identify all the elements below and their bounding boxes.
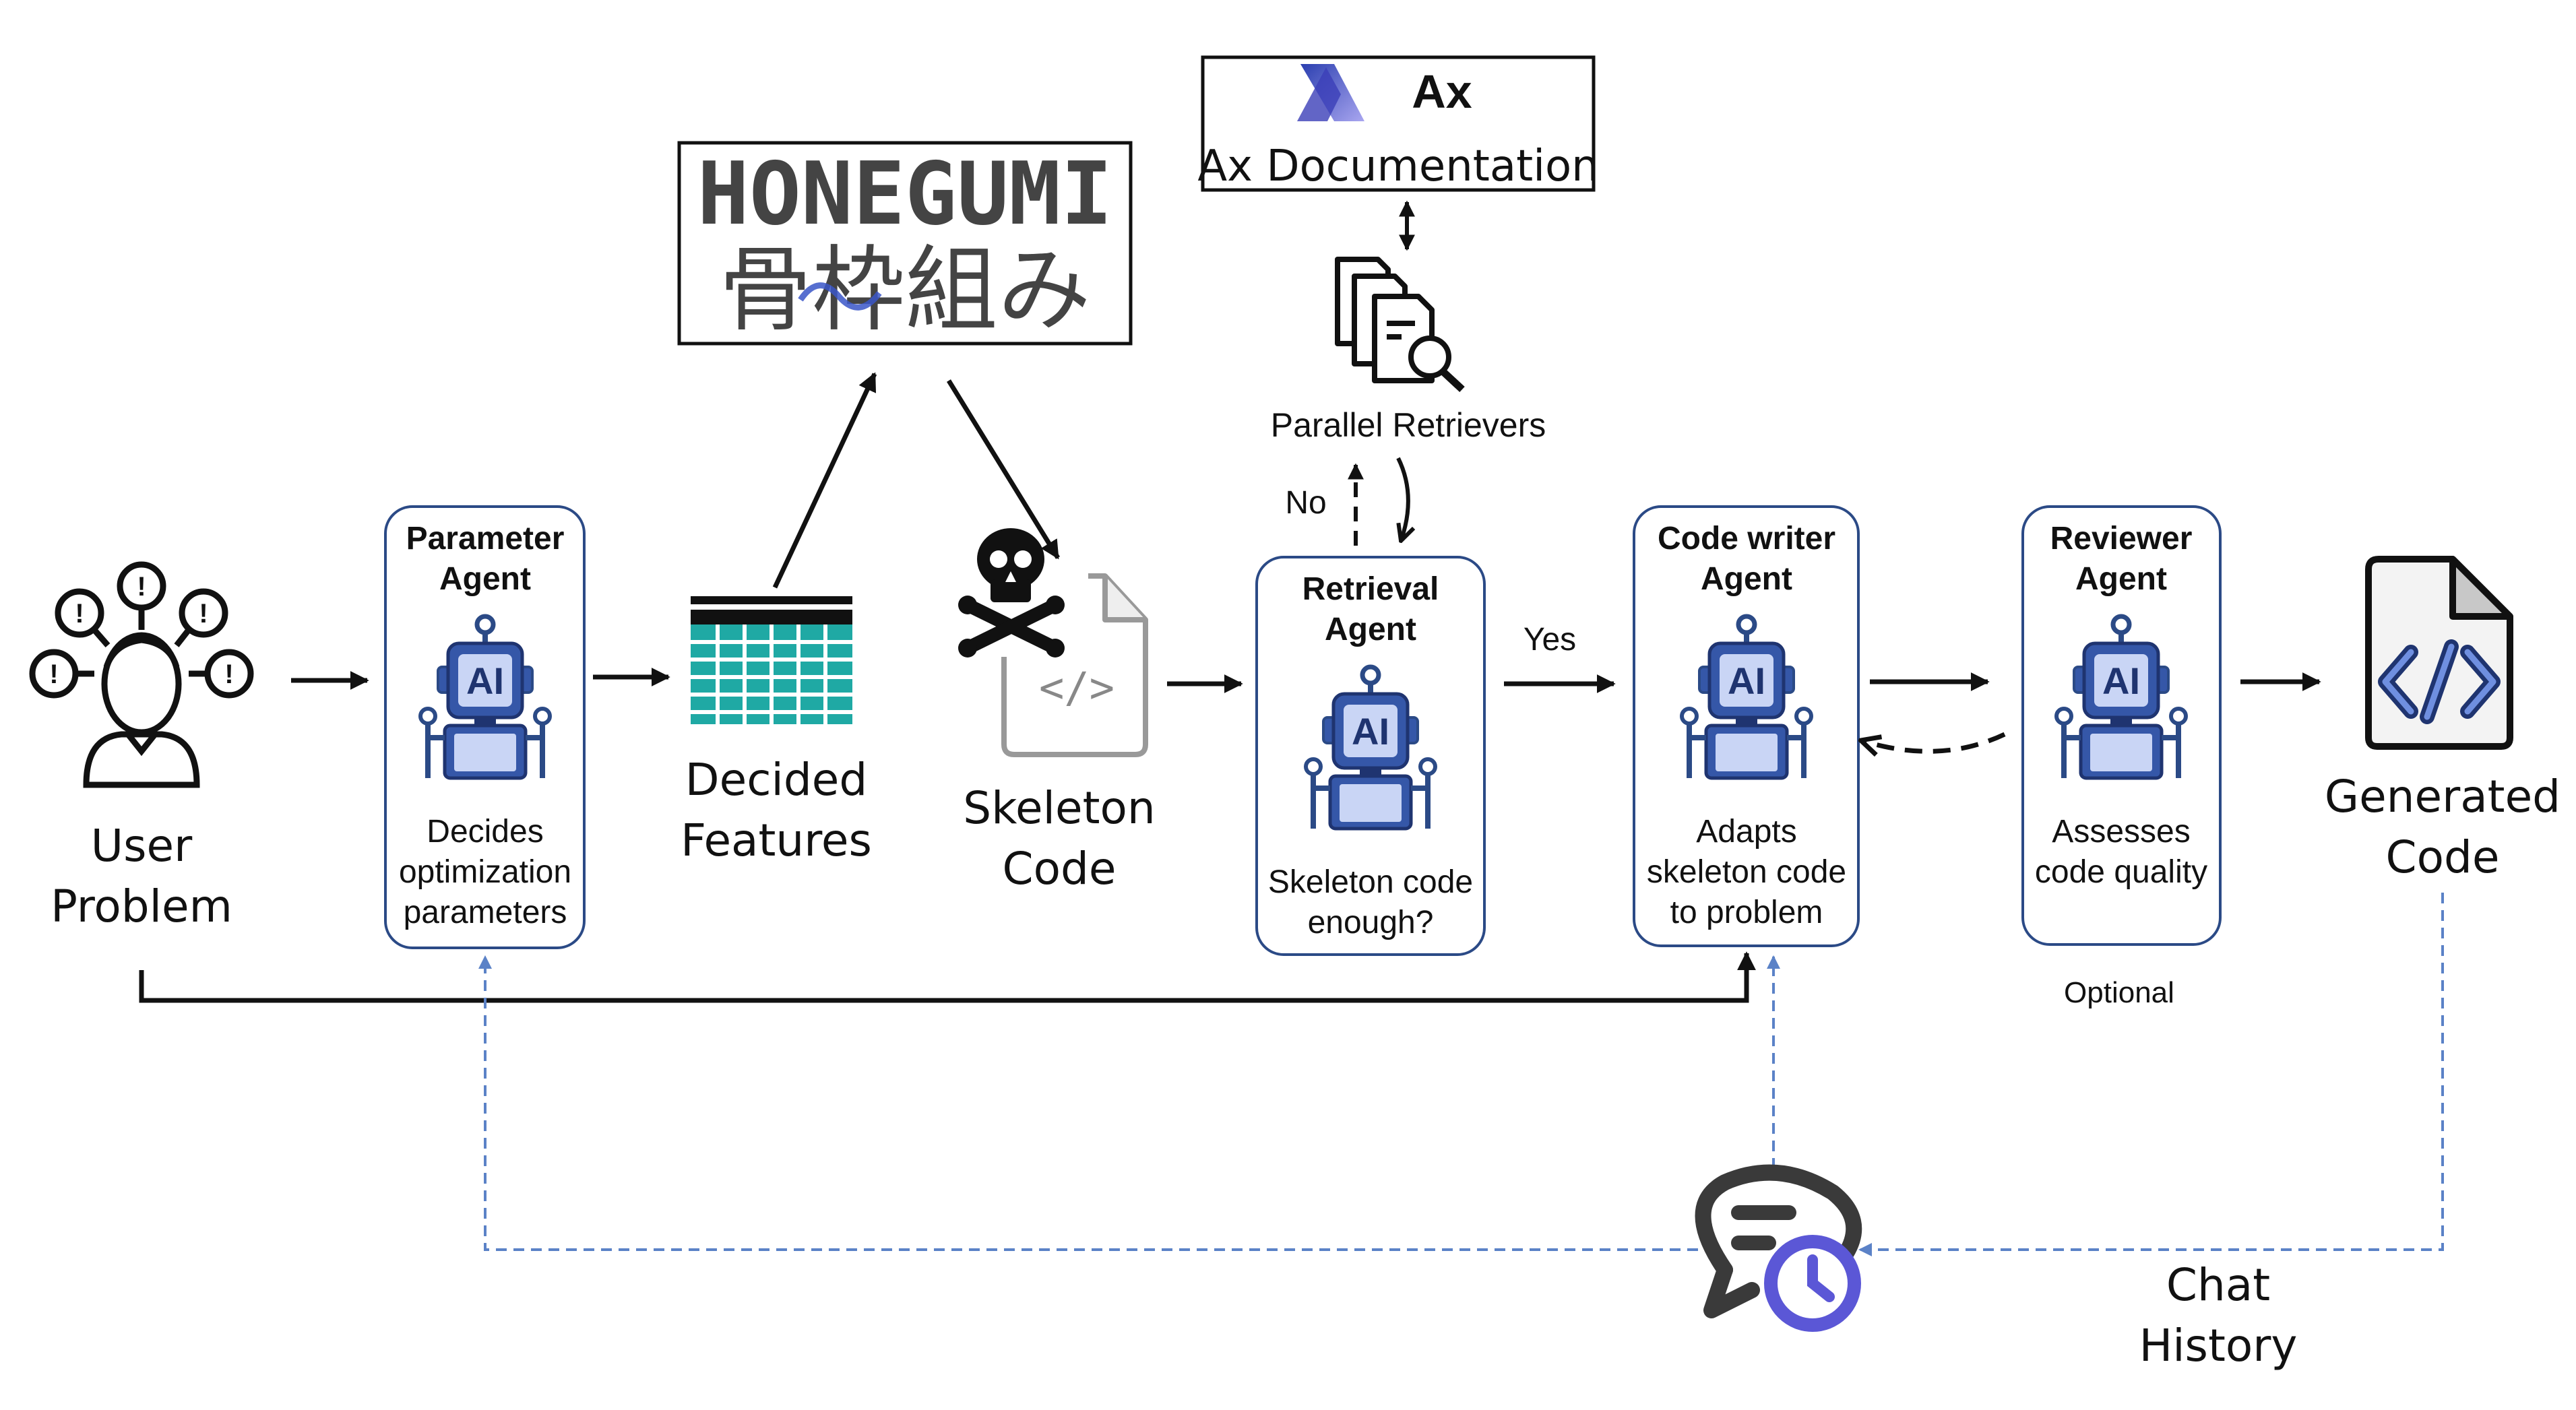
decided-features-line2: Features: [681, 814, 872, 866]
svg-text:!: !: [49, 660, 58, 689]
exclamation-icons: ! ! ! ! !: [49, 572, 233, 689]
skeleton-code-line1: Skeleton: [963, 782, 1155, 834]
skull-crossbones-icon: [958, 528, 1065, 658]
documents-search-icon: [1335, 257, 1465, 393]
chat-history: Chat History: [1695, 1164, 2298, 1372]
reviewer-optional-note: Optional: [2064, 976, 2174, 1009]
svg-text:!: !: [75, 599, 84, 629]
honegumi-kanji: 骨枠組み: [719, 236, 1091, 344]
generated-code-line1: Generated: [2325, 771, 2561, 823]
honegumi-title: HONEGUMI: [697, 144, 1113, 245]
confused-user-icon: [29, 561, 254, 788]
reviewer-agent-desc2: code quality: [2035, 854, 2207, 890]
code-glyph: </>: [1039, 663, 1114, 712]
parameter-agent: Parameter Agent Decides optimization par…: [384, 505, 586, 949]
reviewer-agent-title2: Agent: [2075, 561, 2167, 597]
arrow-user-to-codewriter: [139, 951, 1756, 1003]
code-writer-agent-desc1: Adapts: [1696, 814, 1796, 850]
chat-history-connections: [478, 893, 2444, 1256]
svg-text:!: !: [199, 599, 208, 629]
user-problem-line2: Problem: [51, 880, 232, 932]
table-icon: [691, 596, 852, 724]
honegumi-wave: [798, 282, 882, 311]
ax-doc-label: Ax Documentation: [1197, 141, 1598, 191]
generated-code-line2: Code: [2386, 831, 2500, 883]
parallel-retrievers-label: Parallel Retrievers: [1271, 406, 1546, 444]
user-problem-line1: User: [91, 820, 193, 872]
code-writer-agent-desc3: to problem: [1670, 895, 1823, 930]
reviewer-agent: Reviewer Agent Assesses code quality Opt…: [2021, 505, 2222, 1009]
arrow-honegumi-to-skeleton: [947, 379, 1060, 560]
code-writer-agent-title2: Agent: [1701, 561, 1792, 597]
parameter-agent-desc2: optimization: [399, 854, 571, 890]
skeleton-code: </> Skeleton Code: [958, 528, 1156, 895]
code-file-icon: </>: [1001, 573, 1148, 757]
ax-logo-icon: [1297, 64, 1364, 121]
arrow-reviewer-feedback: [1863, 732, 2006, 751]
parallel-retrievers: Parallel Retrievers: [1271, 257, 1546, 444]
parameter-agent-desc3: parameters: [404, 895, 567, 930]
arrow-retrievers-to-retrieval: [1396, 457, 1408, 539]
retrieval-agent-desc1: Skeleton code: [1268, 864, 1473, 900]
user-problem: ! ! ! ! ! User Problem: [29, 561, 254, 932]
parameter-agent-title1: Parameter: [406, 521, 565, 556]
decided-features: Decided Features: [681, 596, 872, 866]
chat-history-line2: History: [2139, 1320, 2298, 1372]
svg-text:!: !: [137, 572, 146, 602]
retrieval-agent: Retrieval Agent Skeleton code enough?: [1255, 556, 1486, 956]
generated-code: Generated Code: [2325, 556, 2561, 883]
code-writer-agent: Code writer Agent Adapts skeleton code t…: [1633, 505, 1860, 947]
no-label: No: [1285, 485, 1326, 521]
arrow-features-to-honegumi: [772, 372, 877, 589]
code-file-icon: [2365, 556, 2513, 750]
svg-text:!: !: [224, 660, 233, 689]
code-writer-agent-desc2: skeleton code: [1647, 854, 1846, 890]
decided-features-line1: Decided: [685, 754, 867, 806]
honegumi-logo: HONEGUMI 骨枠組み: [677, 141, 1133, 346]
skeleton-code-line2: Code: [1003, 843, 1117, 895]
reviewer-agent-desc1: Assesses: [2052, 814, 2190, 850]
retrieval-agent-title2: Agent: [1325, 612, 1416, 647]
parameter-agent-desc1: Decides: [427, 814, 543, 850]
yes-label: Yes: [1523, 622, 1576, 658]
code-writer-agent-title1: Code writer: [1658, 521, 1835, 556]
parameter-agent-title2: Agent: [439, 561, 531, 597]
reviewer-agent-title1: Reviewer: [2050, 521, 2193, 556]
ax-documentation: Ax Ax Documentation: [1197, 55, 1599, 192]
chat-clock-icon: [1695, 1164, 1862, 1332]
retrieval-agent-desc2: enough?: [1308, 905, 1434, 940]
retrieval-agent-title1: Retrieval: [1302, 571, 1439, 607]
ax-logo-text: Ax: [1412, 65, 1472, 118]
chat-history-line1: Chat: [2166, 1259, 2270, 1311]
